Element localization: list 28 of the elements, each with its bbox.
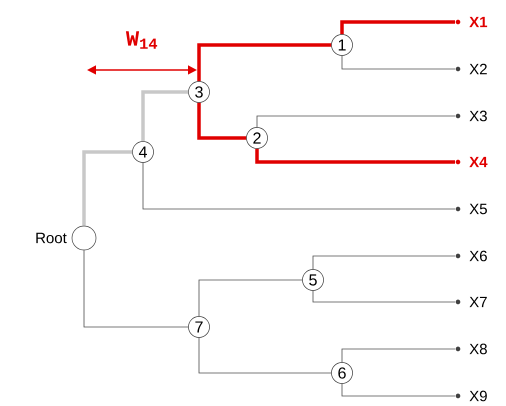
leaf-label: X3 [456,110,487,122]
dimension-label: W$_{14}$ [126,31,158,49]
tree-branch [342,55,456,70]
leaf-label: X1 [456,16,488,28]
node-label: Root [36,232,67,244]
leaf-label: X6 [456,250,487,262]
tree-branch [198,280,303,317]
tree-branch [197,102,246,140]
tree-branch [342,383,456,396]
tree-branch [198,337,332,374]
tree-branch [342,348,456,363]
root-circle [72,226,96,250]
tree-branch [141,90,188,142]
tree-branch [312,256,456,270]
tree-branch [197,43,332,82]
leaf-label: X7 [456,296,487,308]
leaf-label: X2 [456,64,487,74]
tree-branch [255,148,455,164]
leaf-label: X9 [456,390,487,402]
leaf-label: X5 [456,204,487,214]
leaf-label: X8 [456,344,487,354]
tree-branch [84,250,189,328]
tree-branch [142,162,456,210]
tree-branch [312,290,456,302]
tree-branch [82,150,132,226]
leaf-label: X4 [456,156,488,168]
tree-branch [340,20,455,34]
tree-branch [256,116,456,128]
